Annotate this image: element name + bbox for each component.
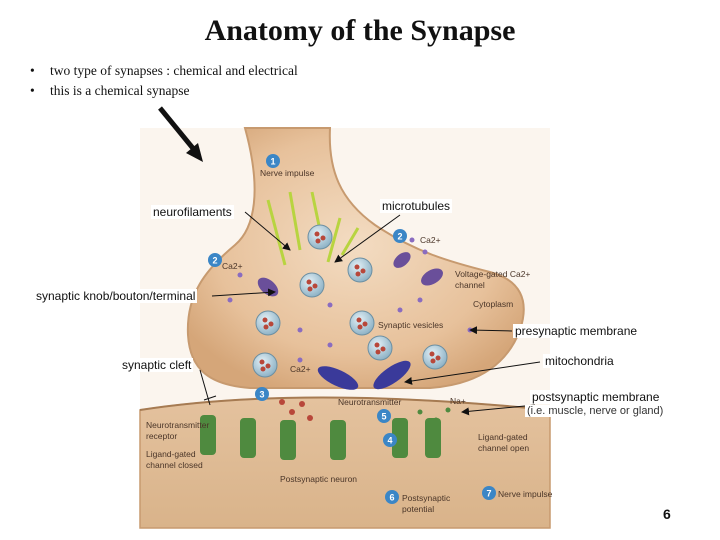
label-ligand-closed-2: channel closed <box>146 460 203 470</box>
step-numbers: 1 2 2 3 4 5 6 7 <box>212 157 491 503</box>
label-ca-1: Ca2+ <box>420 235 441 245</box>
page-title: Anatomy of the Synapse <box>204 14 516 47</box>
label-ca-2: Ca2+ <box>222 261 243 271</box>
pointer-lines <box>211 211 541 416</box>
step-4: 4 <box>387 436 392 446</box>
bullet-text: two type of synapses : chemical and elec… <box>50 63 298 78</box>
step-1: 1 <box>270 157 275 167</box>
label-synaptic-cleft: synaptic cleft <box>120 358 194 372</box>
label-postsynaptic-potential-1: Postsynaptic <box>402 493 451 503</box>
label-cytoplasm: Cytoplasm <box>473 299 514 309</box>
big-pointer-arrow <box>158 106 203 162</box>
bullet-item: • this is a chemical synapse <box>30 83 298 99</box>
label-neurotransmitter: Neurotransmitter <box>338 397 402 407</box>
step-badges <box>208 154 496 504</box>
step-2a: 2 <box>397 232 402 242</box>
label-neurofilaments: neurofilaments <box>151 205 234 219</box>
bullet-icon: • <box>30 83 35 98</box>
bullet-text: this is a chemical synapse <box>50 83 190 98</box>
bullet-item: • two type of synapses : chemical and ele… <box>30 63 298 79</box>
label-synaptic-vesicles: Synaptic vesicles <box>378 320 444 330</box>
microtubules <box>266 191 360 266</box>
label-ligand-open-2: channel open <box>478 443 530 453</box>
step-5: 5 <box>381 412 386 422</box>
postsynaptic-membrane-line <box>139 396 551 411</box>
label-postsynaptic-neuron: Postsynaptic neuron <box>280 474 358 484</box>
label-postsynaptic-potential-2: potential <box>402 504 435 514</box>
bullet-icon: • <box>30 63 35 78</box>
label-nt-receptor-2: receptor <box>146 431 178 441</box>
mitochondria-shapes <box>317 360 411 390</box>
label-postsynaptic-examples: (i.e. muscle, nerve or gland) <box>525 405 666 417</box>
bullet-list: • two type of synapses : chemical and ele… <box>30 63 298 103</box>
page-number: 6 <box>663 506 671 522</box>
step-6: 6 <box>389 493 394 503</box>
label-microtubules: microtubules <box>380 199 453 213</box>
synaptic-vesicles <box>252 224 448 378</box>
label-nerve-impulse-2: Nerve impulse <box>498 489 553 499</box>
label-na: Na+ <box>450 396 466 406</box>
label-ligand-closed-1: Ligand-gated <box>146 449 196 459</box>
step-2b: 2 <box>212 256 217 266</box>
label-nerve-impulse: Nerve impulse <box>260 168 315 178</box>
label-synaptic-knob: synaptic knob/bouton/terminal <box>34 289 198 303</box>
vesicle-neurotransmitter-dots <box>259 231 441 372</box>
label-channel: channel <box>455 280 485 290</box>
step-7: 7 <box>486 489 491 499</box>
label-presynaptic-membrane: presynaptic membrane <box>513 324 640 338</box>
label-ca-3: Ca2+ <box>290 364 311 374</box>
label-voltage-channel: Voltage-gated Ca2+ <box>455 269 531 279</box>
cleft-bracket <box>199 369 217 406</box>
label-ligand-open-1: Ligand-gated <box>478 432 528 442</box>
postsynaptic-receptors <box>200 415 441 460</box>
label-nt-receptor-1: Neurotransmitter <box>146 420 210 430</box>
label-postsynaptic-membrane: postsynaptic membrane <box>530 390 662 404</box>
label-mitochondria: mitochondria <box>543 354 616 368</box>
step-3: 3 <box>259 390 264 400</box>
